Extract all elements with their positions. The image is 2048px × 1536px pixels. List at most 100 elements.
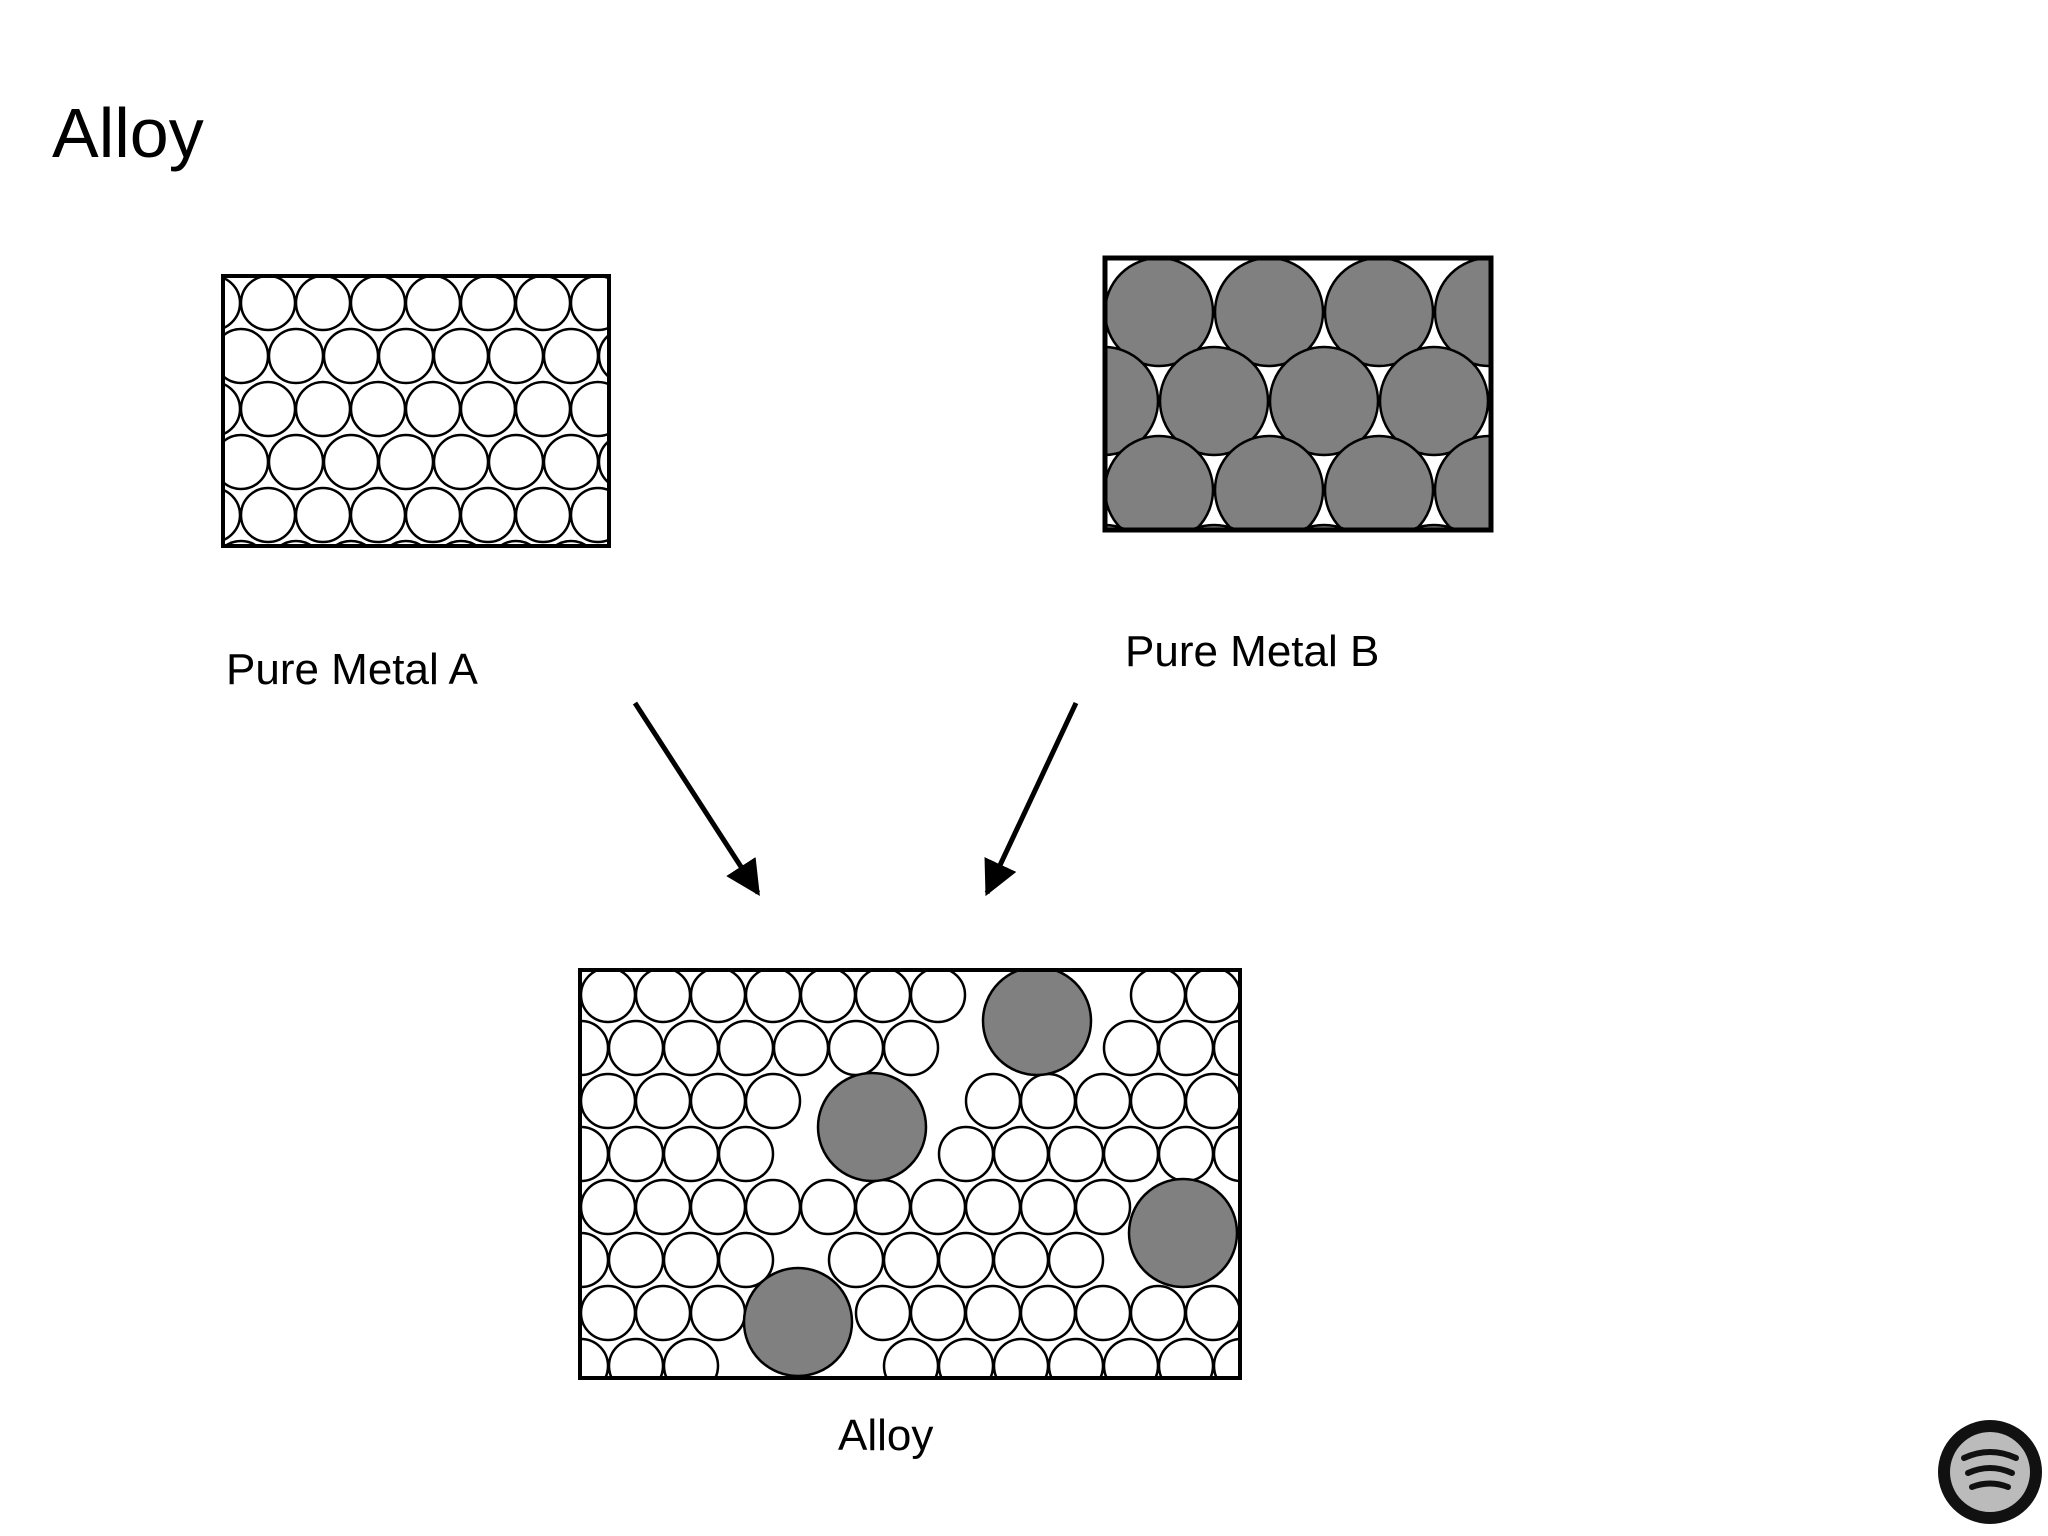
atom (995, 258, 1103, 366)
atom (717, 1231, 775, 1289)
atom (322, 327, 380, 385)
atom (487, 433, 545, 491)
atom (569, 276, 609, 332)
alloy-panel (499, 968, 1242, 1393)
atom (634, 970, 692, 1024)
atom (909, 1178, 967, 1236)
atom (278, 539, 314, 546)
atom (626, 276, 680, 330)
atom (239, 380, 297, 438)
atom (1239, 1309, 1240, 1317)
alloy-label: Alloy (838, 1411, 934, 1460)
atom (1239, 991, 1240, 999)
atom (717, 1019, 775, 1077)
atom (626, 488, 680, 542)
atom (799, 970, 857, 1024)
atom (992, 1231, 1050, 1289)
atom (995, 436, 1103, 544)
atom (827, 1231, 885, 1289)
metal-b-frame (1102, 255, 1494, 533)
slide-title: Alloy (52, 94, 204, 172)
atom (294, 380, 352, 438)
atom (607, 1231, 665, 1289)
atom (940, 525, 1048, 633)
atom (159, 541, 213, 595)
pure-metal-a-panel (159, 274, 735, 595)
atom (1074, 1178, 1132, 1236)
atom (634, 1178, 692, 1236)
atom (569, 380, 609, 438)
atom (744, 1178, 802, 1236)
atom (854, 970, 912, 1024)
atom (1378, 345, 1490, 457)
atom (1129, 1072, 1187, 1130)
atom (569, 486, 609, 544)
atom (1102, 1125, 1160, 1183)
atom (580, 1304, 582, 1322)
atom (1047, 1125, 1105, 1183)
atom (981, 970, 1093, 1077)
atom (1239, 1097, 1240, 1105)
atom (1239, 1203, 1240, 1211)
atom (689, 1072, 747, 1130)
atom (388, 539, 424, 546)
atom (404, 380, 462, 438)
alloy-frame (578, 968, 1242, 1380)
atom (1184, 1284, 1240, 1342)
atom (1127, 1177, 1239, 1289)
atom (377, 433, 435, 491)
atom (499, 1339, 553, 1393)
atom (681, 382, 735, 436)
metal-b-atoms (940, 258, 1598, 633)
atom (689, 1178, 747, 1236)
atom (1047, 1231, 1105, 1289)
atom (459, 276, 517, 332)
atom (634, 1284, 692, 1342)
atom (159, 329, 213, 383)
atom (404, 486, 462, 544)
atom (607, 1019, 665, 1077)
atom (597, 439, 609, 485)
metal-a-frame (221, 274, 611, 548)
atom (443, 539, 479, 546)
atom (654, 329, 708, 383)
atom (499, 1021, 553, 1075)
atom (322, 433, 380, 491)
atom (294, 486, 352, 544)
atom (223, 382, 242, 436)
atom (580, 1284, 637, 1342)
atom (772, 1019, 830, 1077)
atom (1047, 1337, 1105, 1378)
atom (654, 541, 708, 595)
atom (542, 433, 600, 491)
atom (1129, 970, 1187, 1024)
atom (662, 1231, 720, 1289)
atom (689, 970, 747, 1024)
atom (267, 433, 325, 491)
atom (349, 380, 407, 438)
atom (744, 1072, 802, 1130)
atom (1184, 970, 1240, 1024)
speaker-badge-icon[interactable] (1938, 1420, 2042, 1524)
atom (1019, 1178, 1077, 1236)
atom (1488, 385, 1491, 417)
atom (992, 1337, 1050, 1378)
atom (940, 347, 1048, 455)
atom (634, 1072, 692, 1130)
atom (333, 539, 369, 546)
atom (608, 545, 609, 546)
atom (514, 380, 572, 438)
atom (580, 1178, 637, 1236)
atom (1490, 525, 1598, 633)
atom (827, 1019, 885, 1077)
atom (1188, 523, 1240, 530)
atom (432, 433, 490, 491)
atom (662, 1019, 720, 1077)
atom (1213, 258, 1325, 368)
atom (580, 986, 582, 1004)
arrow-b-to-alloy (984, 701, 1079, 897)
atom (597, 333, 609, 379)
atom (1105, 434, 1215, 530)
atom (553, 539, 589, 546)
